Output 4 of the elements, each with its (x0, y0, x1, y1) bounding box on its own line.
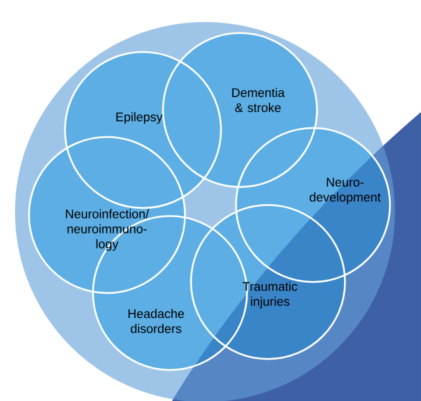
topic-label: Epilepsy (116, 112, 163, 124)
topic-label: Neuro- development (310, 178, 381, 204)
topic-label: Headache disorders (128, 308, 184, 334)
topic-label: Dementia & stroke (232, 88, 285, 112)
